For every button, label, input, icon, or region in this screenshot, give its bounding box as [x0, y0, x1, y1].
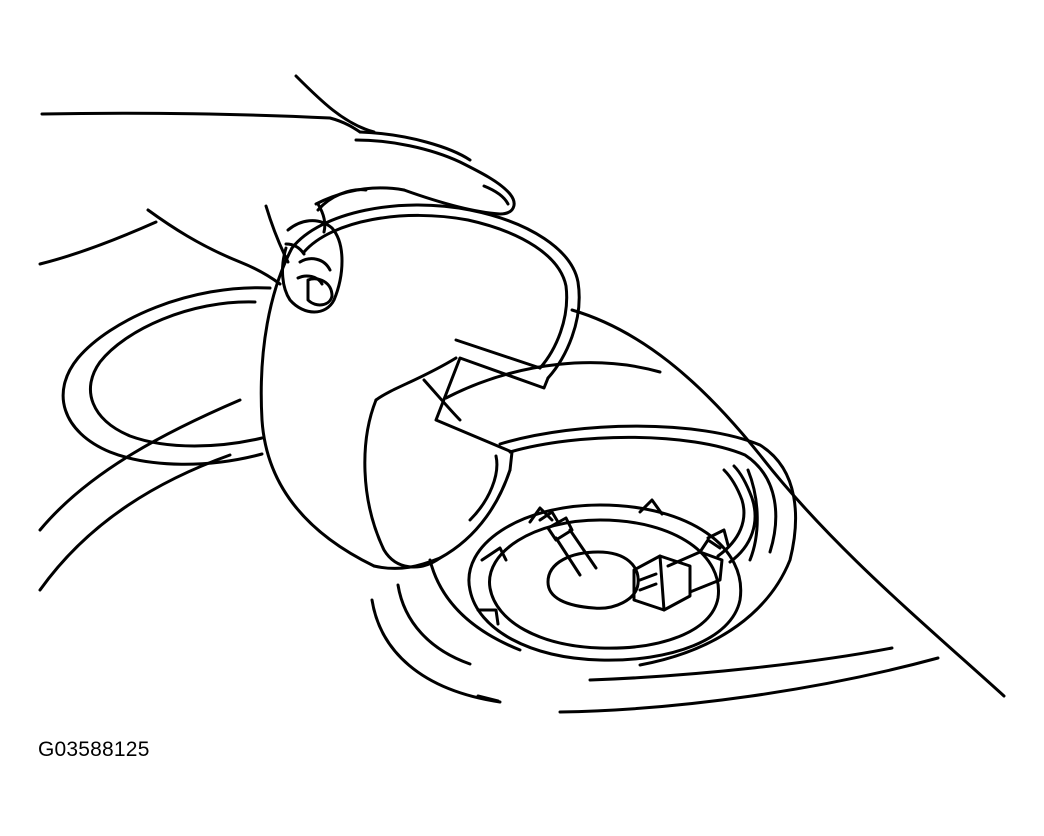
body-panel	[38, 308, 1006, 714]
electrical-connector	[632, 464, 757, 612]
hand	[38, 74, 516, 314]
access-cover-plate	[61, 286, 272, 466]
fuel-pump-module	[467, 498, 743, 662]
spanner-wrench-tool	[259, 203, 581, 570]
figure-id-label: G03588125	[38, 738, 150, 761]
